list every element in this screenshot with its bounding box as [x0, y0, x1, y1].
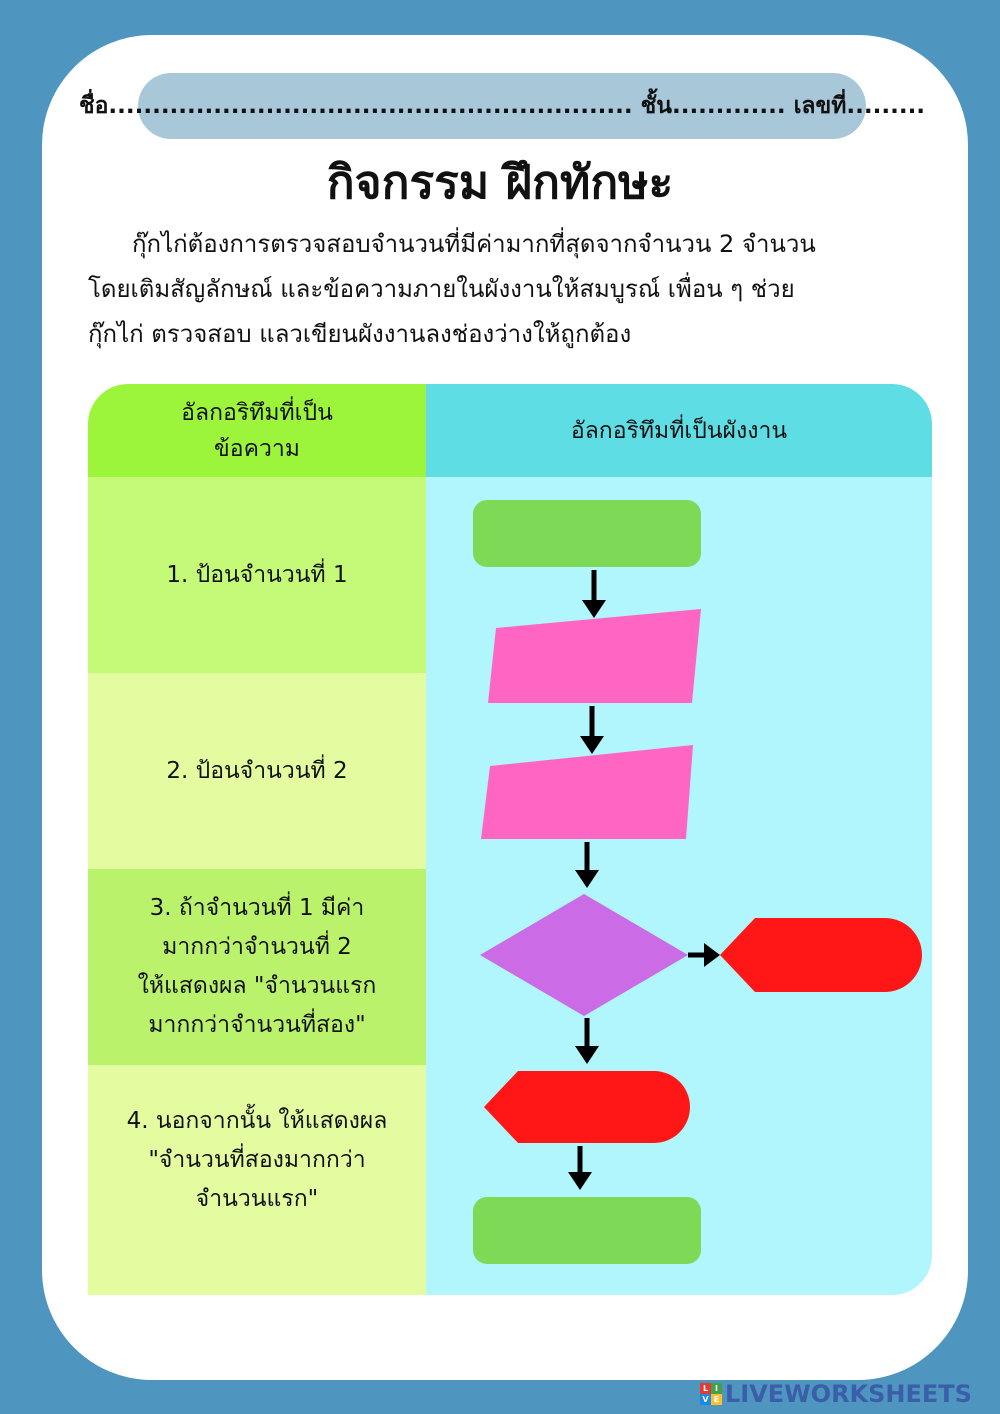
student-info-line: ชื่อ....................................…	[78, 93, 926, 119]
step-row-4: 4. นอกจากนั้น ให้แสดงผล "จำนวนที่สองมากก…	[88, 1065, 426, 1295]
liveworksheets-logo: L I V E LIVEWORKSHEETS	[700, 1378, 972, 1410]
arrow-decision-to-display-first	[688, 943, 720, 967]
liveworksheets-wordmark: LIVEWORKSHEETS	[725, 1380, 972, 1408]
display-first-greater-blank[interactable]	[720, 918, 922, 992]
arrow-decision-to-display-second	[575, 1018, 599, 1064]
liveworksheets-badge-icon: L I V E	[700, 1383, 722, 1405]
arrow-start-to-input1	[582, 570, 606, 618]
instruction-line-1: กุ๊กไก่ต้องการตรวจสอบจำนวนที่มีค่ามากที่…	[132, 230, 816, 258]
text-algorithm-header-line-2: ข้อความ	[214, 435, 300, 462]
algorithm-table: อัลกอริทึมที่เป็น ข้อความ อัลกอริทึมที่เ…	[88, 384, 932, 1295]
arrow-input1-to-input2	[580, 706, 604, 754]
step-3-line-2: มากกว่าจำนวนที่ 2	[162, 934, 352, 960]
step-3-line-3: ให้แสดงผล "จำนวนแรก	[137, 973, 377, 999]
badge-letter-i: I	[711, 1383, 722, 1394]
badge-letter-e: E	[711, 1394, 722, 1405]
step-4-line-2: "จำนวนที่สองมากกว่า	[148, 1146, 366, 1173]
decision-diamond-blank[interactable]	[480, 894, 688, 1016]
arrow-input2-to-decision	[575, 842, 599, 888]
step-2-line-1: 2. ป้อนจำนวนที่ 2	[166, 757, 348, 784]
page-title: กิจกรรม ฝึกทักษะ	[326, 155, 674, 209]
student-info-bar: ชื่อ....................................…	[79, 73, 925, 139]
step-row-2: 2. ป้อนจำนวนที่ 2	[88, 673, 426, 869]
arrow-display-to-end	[568, 1146, 592, 1190]
step-row-3: 3. ถ้าจำนวนที่ 1 มีค่า มากกว่าจำนวนที่ 2…	[88, 869, 426, 1065]
badge-letter-v: V	[700, 1394, 711, 1405]
instruction-line-2: โดยเติมสัญลักษณ์ และข้อความภายในผังงานให…	[88, 275, 795, 303]
start-terminal-blank[interactable]	[473, 500, 701, 567]
input-1-parallelogram-blank[interactable]	[488, 609, 701, 703]
end-terminal-blank[interactable]	[473, 1197, 701, 1264]
badge-letter-l: L	[700, 1383, 711, 1394]
text-algorithm-header-line-1: อัลกอริทึมที่เป็น	[181, 399, 333, 426]
flowchart-algorithm-header: อัลกอริทึมที่เป็นผังงาน	[426, 384, 932, 477]
text-algorithm-header: อัลกอริทึมที่เป็น ข้อความ	[88, 384, 426, 477]
input-2-parallelogram-blank[interactable]	[481, 745, 693, 839]
instructions: กุ๊กไก่ต้องการตรวจสอบจำนวนที่มีค่ามากที่…	[88, 222, 918, 357]
step-1-line-1: 1. ป้อนจำนวนที่ 1	[166, 561, 348, 588]
step-row-1: 1. ป้อนจำนวนที่ 1	[88, 477, 426, 673]
step-3-line-1: 3. ถ้าจำนวนที่ 1 มีค่า	[149, 895, 365, 921]
step-3-line-4: มากกว่าจำนวนที่สอง"	[148, 1012, 366, 1038]
step-4-line-1: 4. นอกจากนั้น ให้แสดงผล	[126, 1107, 388, 1134]
instruction-line-3: กุ๊กไก่ ตรวจสอบ แลวเขียนผังงานลงช่องว่าง…	[88, 320, 632, 348]
display-second-greater-blank[interactable]	[484, 1071, 690, 1143]
step-4-line-3: จำนวนแรก"	[195, 1185, 319, 1212]
flowchart-algorithm-header-label: อัลกอริทึมที่เป็นผังงาน	[570, 417, 788, 444]
